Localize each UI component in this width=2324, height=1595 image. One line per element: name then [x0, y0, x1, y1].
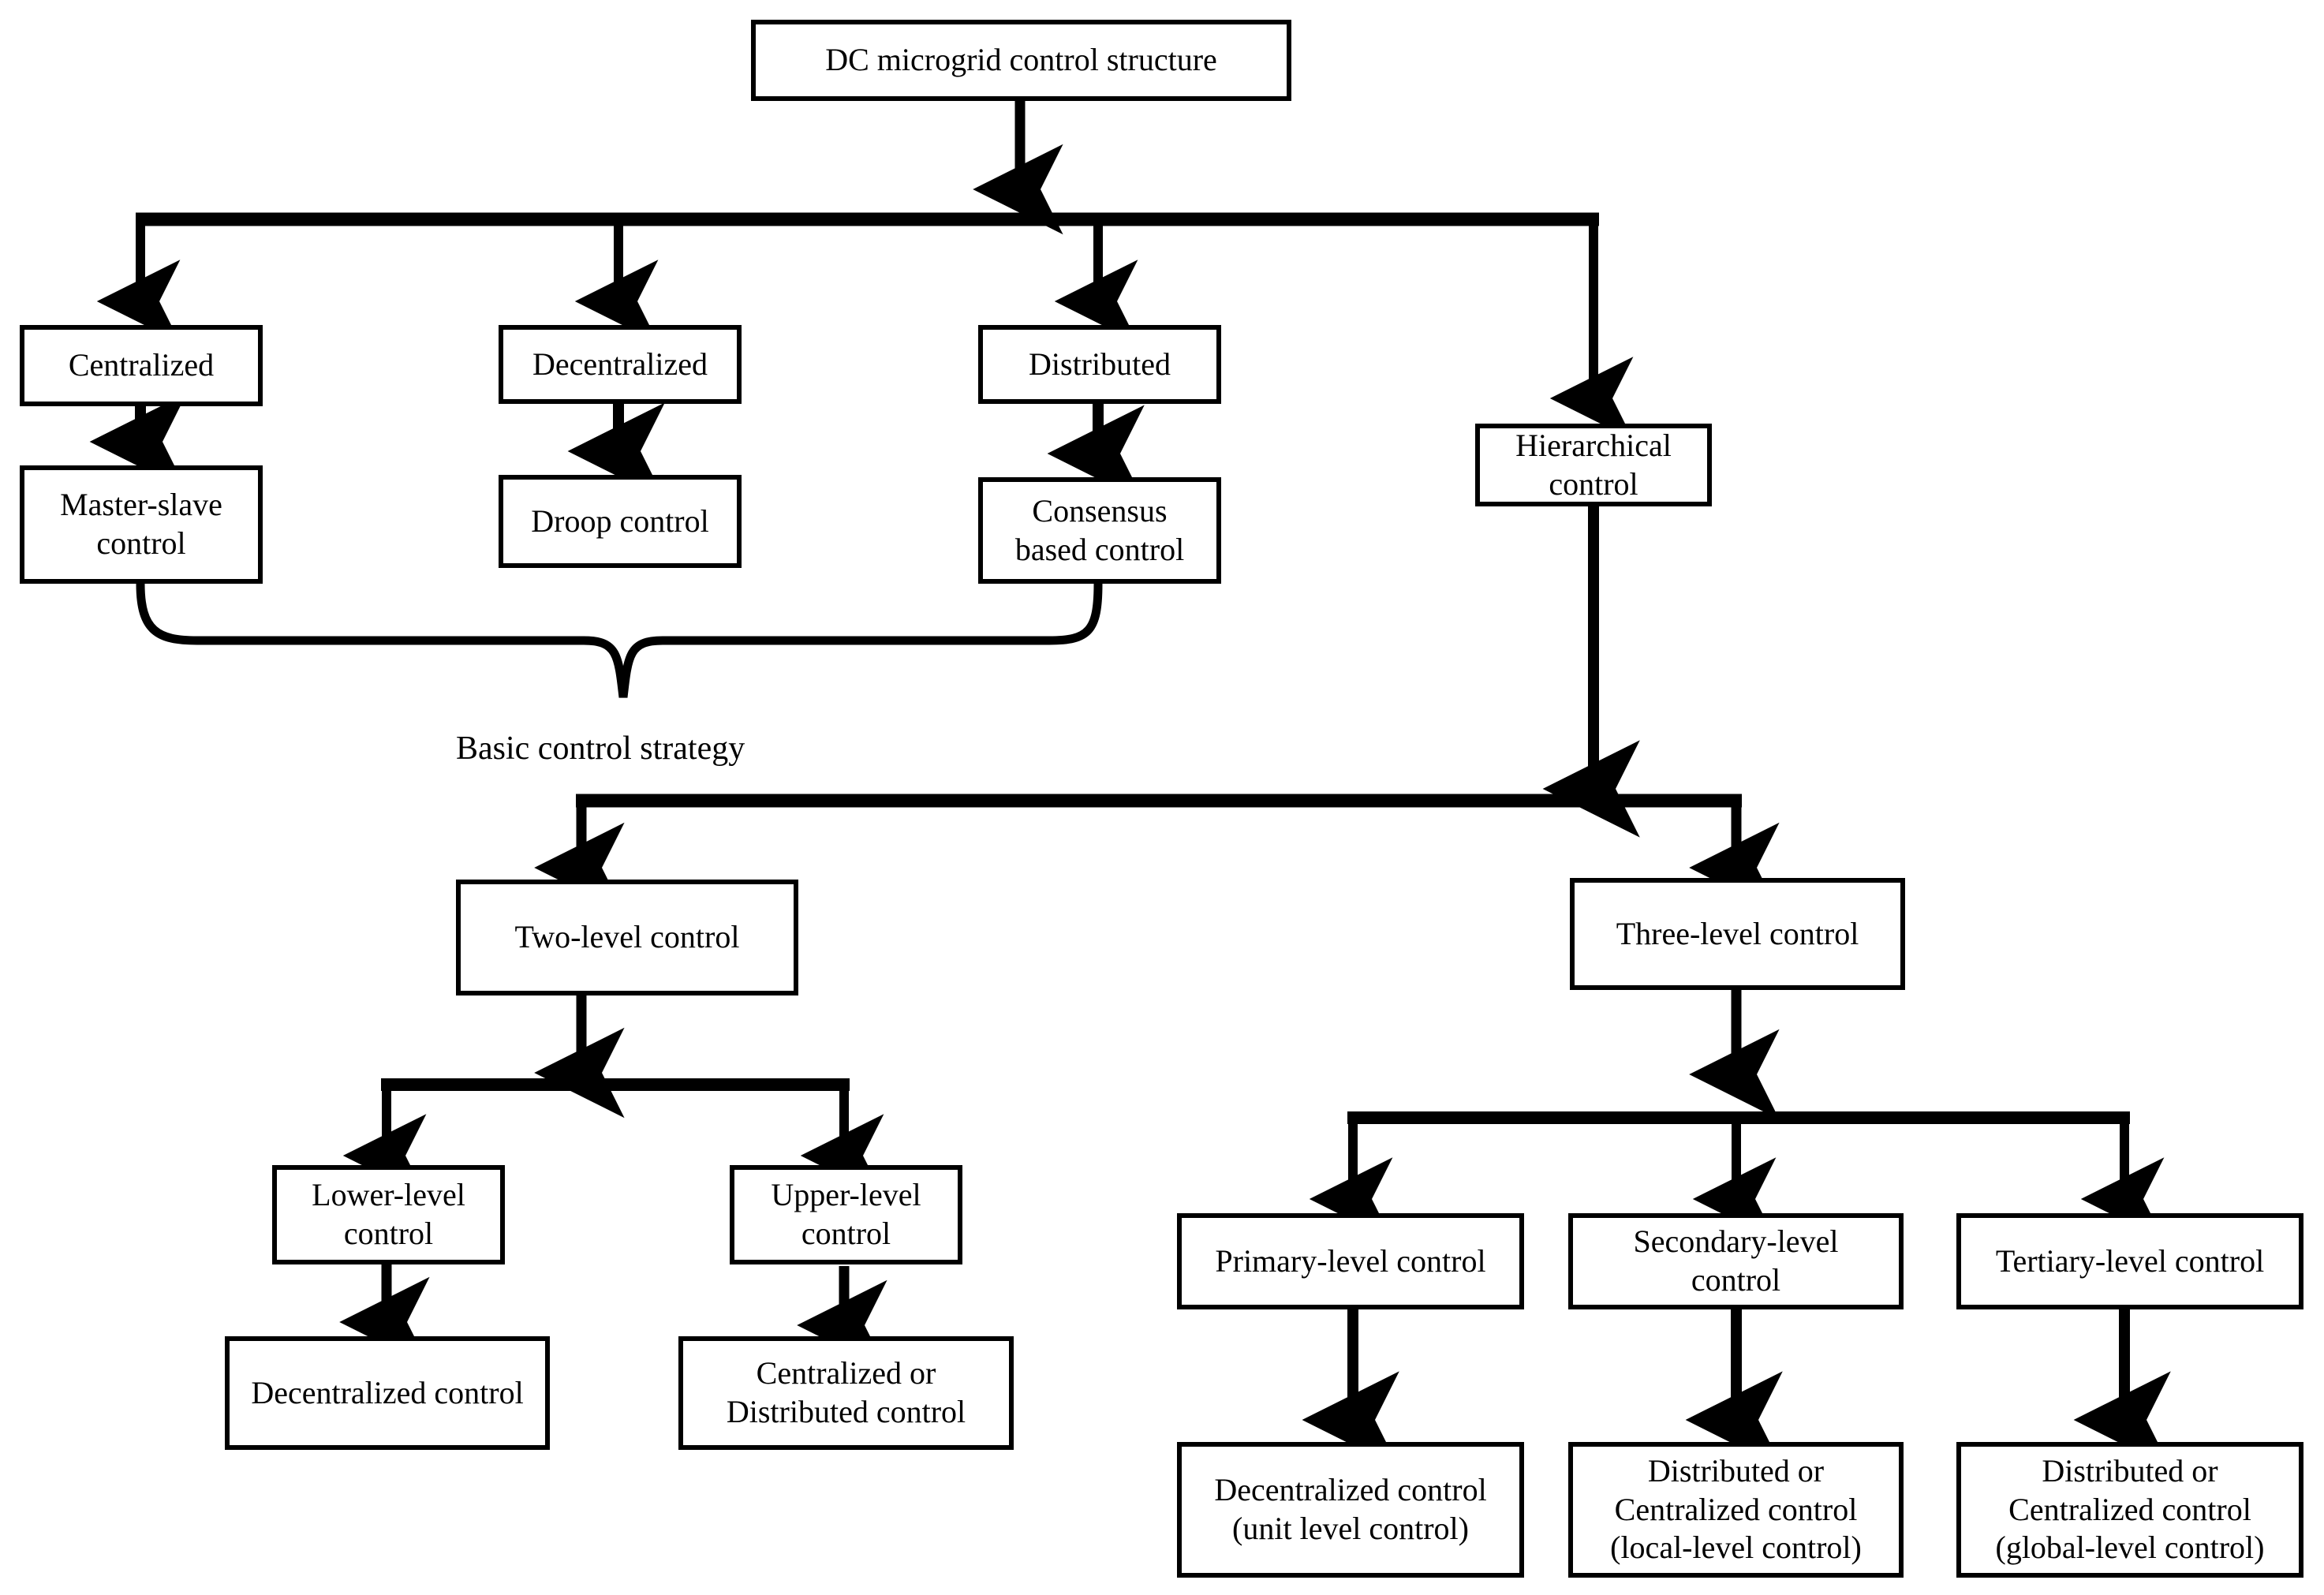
node-secondary-level-child[interactable]: Distributed or Centralized control (loca…	[1568, 1442, 1904, 1578]
node-droop-control[interactable]: Droop control	[499, 475, 742, 568]
node-upper-level-control[interactable]: Upper-level control	[730, 1165, 962, 1264]
node-tertiary-level-control[interactable]: Tertiary-level control	[1956, 1213, 2303, 1309]
node-master-slave-control[interactable]: Master-slave control	[20, 465, 263, 584]
node-distributed[interactable]: Distributed	[978, 325, 1221, 404]
node-decentralized[interactable]: Decentralized	[499, 325, 742, 404]
node-primary-level-control[interactable]: Primary-level control	[1177, 1213, 1524, 1309]
node-primary-level-child[interactable]: Decentralized control (unit level contro…	[1177, 1442, 1524, 1578]
node-tertiary-level-child[interactable]: Distributed or Centralized control (glob…	[1956, 1442, 2303, 1578]
node-lower-level-control[interactable]: Lower-level control	[272, 1165, 505, 1264]
node-secondary-level-control[interactable]: Secondary-level control	[1568, 1213, 1904, 1309]
node-three-level-control[interactable]: Three-level control	[1570, 878, 1905, 990]
node-centralized[interactable]: Centralized	[20, 325, 263, 406]
node-root[interactable]: DC microgrid control structure	[751, 20, 1291, 101]
basic-control-strategy-label: Basic control strategy	[456, 730, 745, 767]
node-upper-level-child[interactable]: Centralized or Distributed control	[678, 1336, 1014, 1450]
node-two-level-control[interactable]: Two-level control	[456, 880, 798, 995]
node-consensus-based-control[interactable]: Consensus based control	[978, 477, 1221, 584]
curly-brace-basic-control-strategy	[136, 579, 1103, 698]
node-lower-level-child[interactable]: Decentralized control	[225, 1336, 550, 1450]
node-hierarchical-control[interactable]: Hierarchical control	[1475, 424, 1712, 506]
